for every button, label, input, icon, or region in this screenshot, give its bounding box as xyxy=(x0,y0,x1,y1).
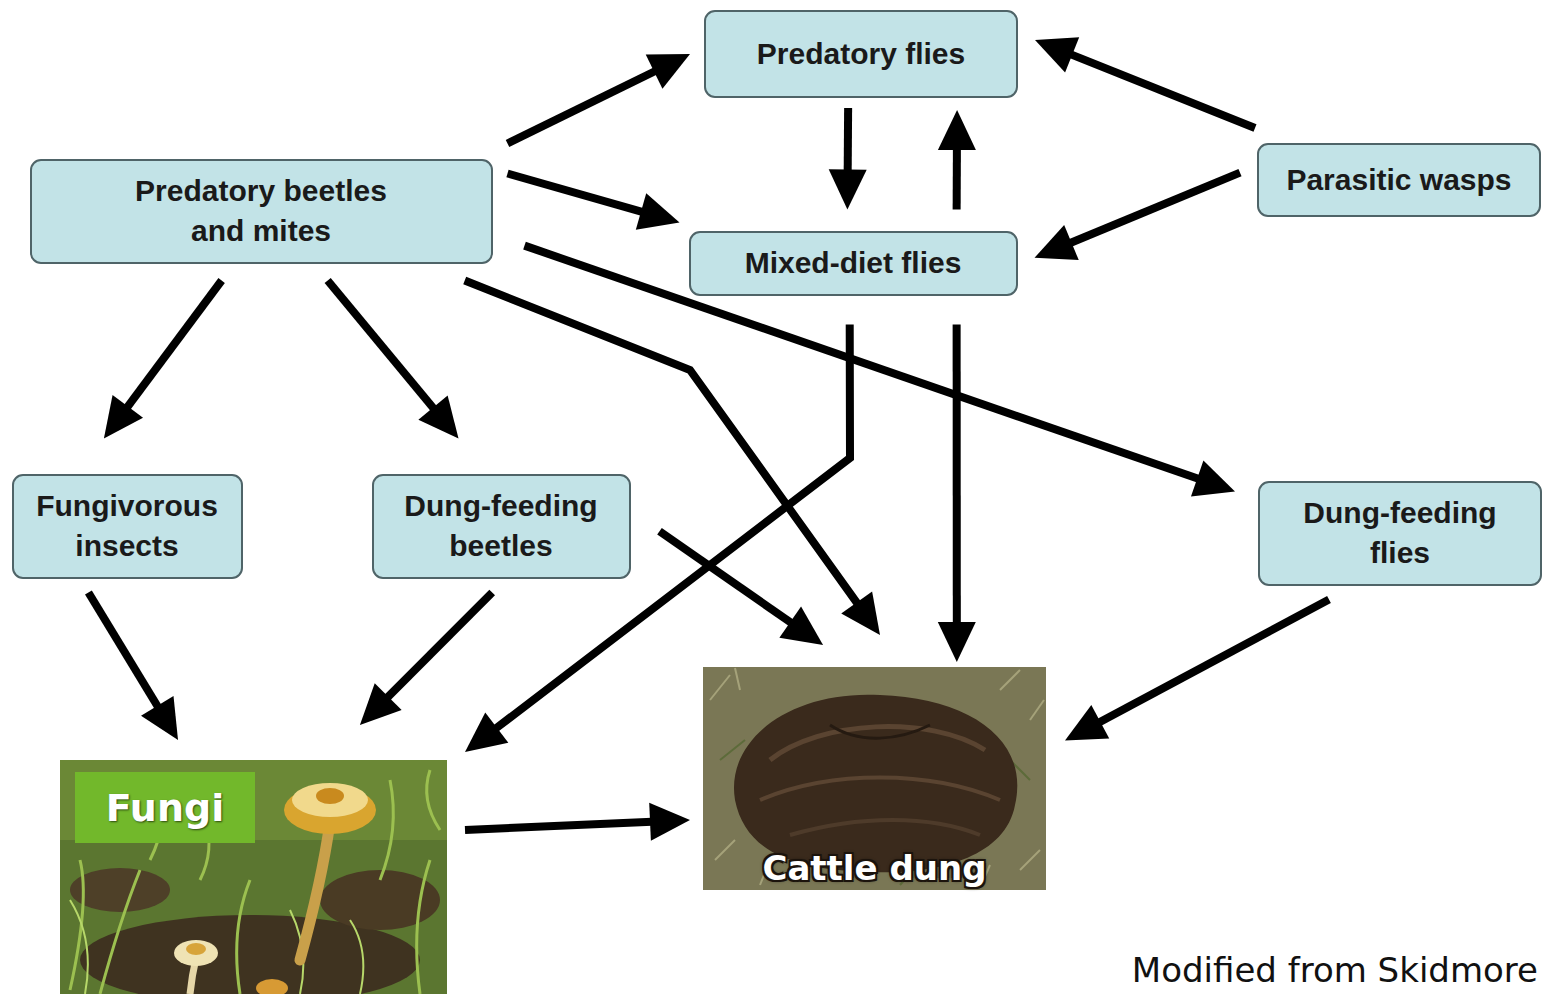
cattle-dung-photo xyxy=(703,667,1046,890)
node-label: Dung-feeding flies xyxy=(1280,493,1520,574)
node-label: Mixed-diet flies xyxy=(745,243,962,284)
consumer-box: Fungivorous insects xyxy=(12,474,243,579)
consumer-box: Dung-feeding beetles xyxy=(372,474,631,579)
node-label: Predatory flies xyxy=(757,34,965,75)
feeding-arrow xyxy=(1035,173,1241,260)
consumer-box: Dung-feeding flies xyxy=(1258,481,1542,586)
feeding-arrow xyxy=(88,593,178,741)
feeding-arrow xyxy=(1035,37,1255,128)
picture-label: Cattle dung xyxy=(703,848,1046,888)
feeding-arrow xyxy=(328,281,459,439)
feeding-arrow xyxy=(508,54,691,144)
node-label: Fungivorous insects xyxy=(28,486,227,567)
feeding-arrow xyxy=(360,593,492,726)
feeding-arrow xyxy=(660,531,824,645)
consumer-box: Predatory flies xyxy=(704,10,1018,98)
feeding-arrow xyxy=(1065,600,1329,741)
picture-label: Fungi xyxy=(75,772,255,843)
fungi-photo xyxy=(60,760,447,994)
feeding-arrow xyxy=(465,803,690,841)
consumer-box: Parasitic wasps xyxy=(1257,143,1541,217)
consumer-box: Mixed-diet flies xyxy=(689,231,1018,296)
node-label: Dung-feeding beetles xyxy=(388,486,615,567)
feeding-arrow xyxy=(104,281,222,439)
feeding-arrow xyxy=(465,281,880,636)
node-label: Parasitic wasps xyxy=(1286,160,1511,201)
feeding-arrow xyxy=(829,108,867,210)
resource-picture: Cattle dung xyxy=(703,667,1046,890)
resource-picture: Fungi xyxy=(60,760,447,994)
node-label: Predatory beetles and mites xyxy=(111,171,411,252)
consumer-box: Predatory beetles and mites xyxy=(30,159,493,264)
feeding-arrow xyxy=(938,110,976,210)
feeding-arrow xyxy=(508,174,680,230)
source-note: Modified from Skidmore xyxy=(1132,950,1538,990)
feeding-arrow xyxy=(938,325,976,663)
